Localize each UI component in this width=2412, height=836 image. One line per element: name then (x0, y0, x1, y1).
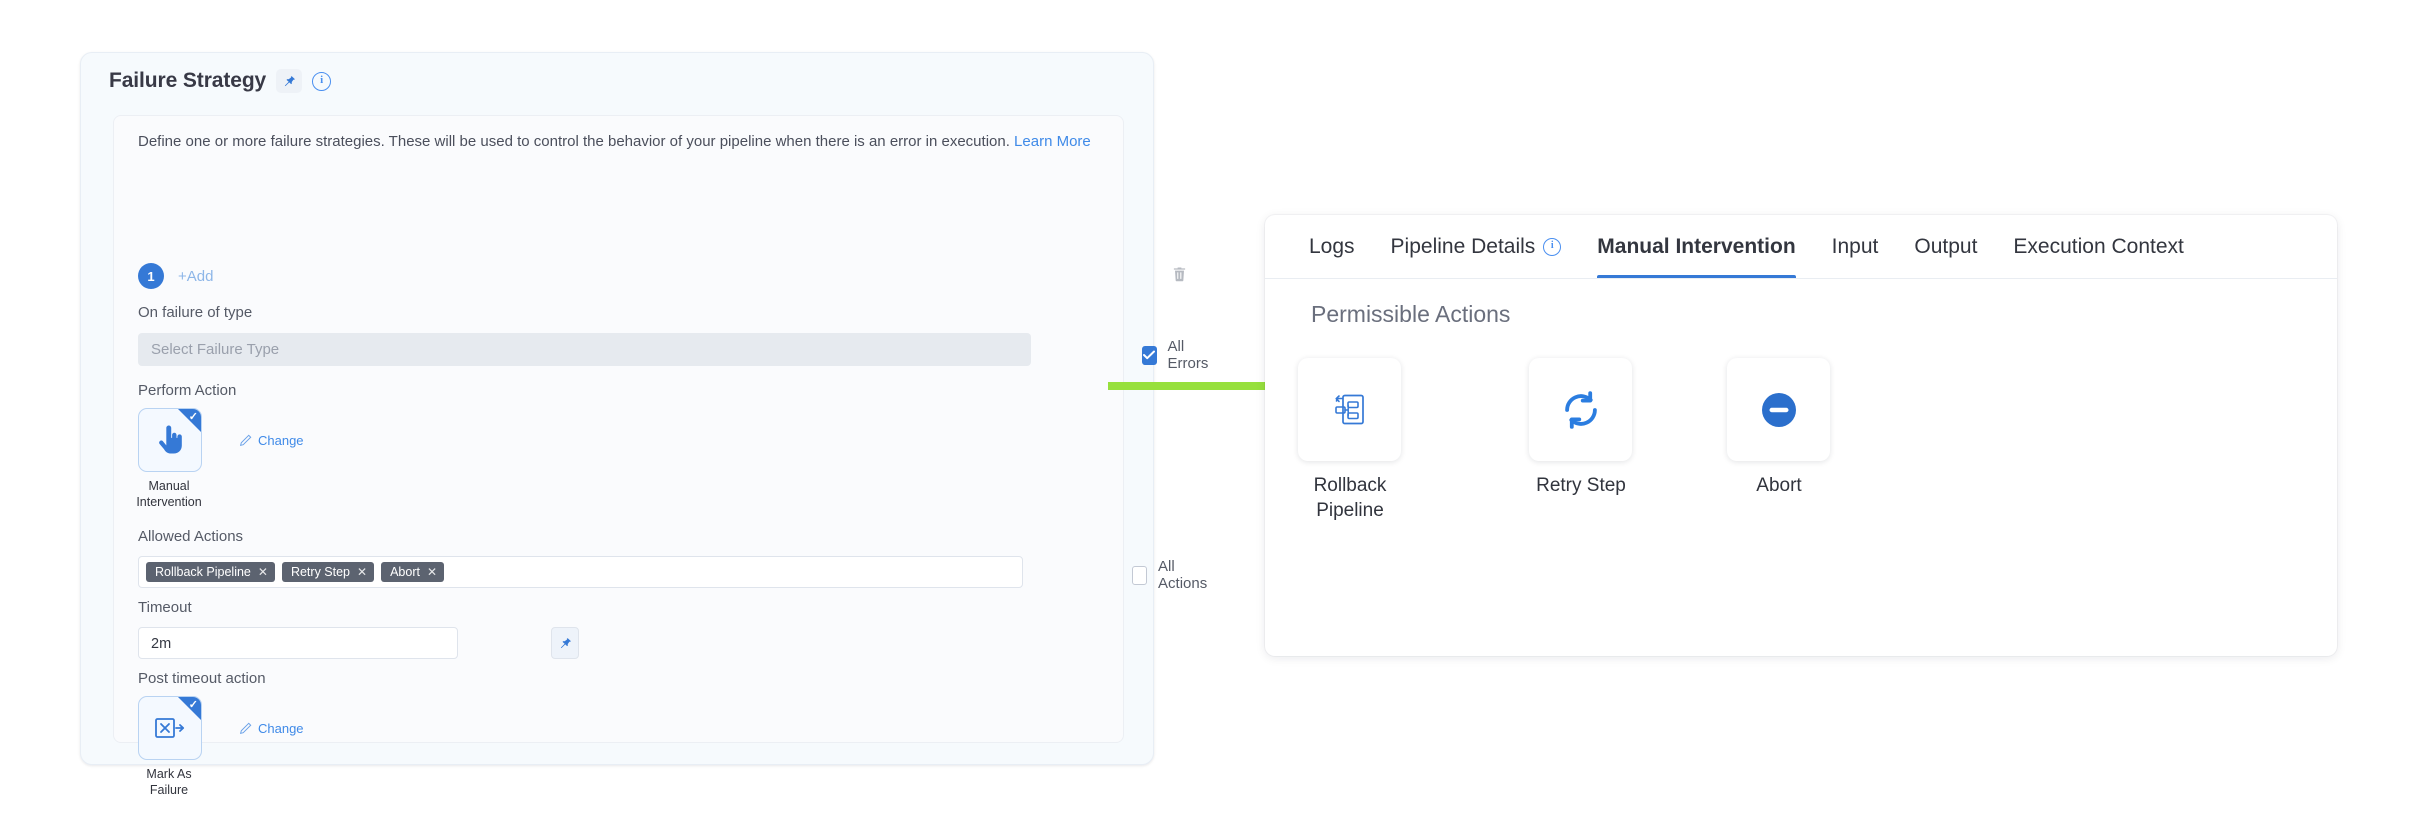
allowed-actions-input[interactable]: Rollback Pipeline ✕ Retry Step ✕ Abort ✕ (138, 556, 1023, 588)
execution-details-panel: Logs Pipeline Details i Manual Intervent… (1265, 215, 2337, 656)
pencil-icon (239, 434, 252, 447)
all-actions-checkbox[interactable] (1132, 565, 1148, 585)
chip-label: Abort (390, 565, 420, 579)
all-actions-label: All Actions (1158, 558, 1208, 592)
all-actions-checkbox-group[interactable]: All Actions (1132, 558, 1211, 592)
tab-input[interactable]: Input (1832, 216, 1879, 278)
on-failure-of-type-label: On failure of type (138, 304, 253, 321)
learn-more-link[interactable]: Learn More (1014, 133, 1091, 150)
perform-action-name-line2: Intervention (136, 495, 202, 509)
permissible-action-label-rollback: Rollback Pipeline (1280, 473, 1420, 523)
failure-strategy-header: Failure Strategy i (81, 53, 1153, 107)
info-circle-icon[interactable]: i (312, 71, 332, 91)
chip-label: Retry Step (290, 565, 351, 579)
perform-action-change-button[interactable]: Change (239, 433, 304, 448)
page-title: Failure Strategy (109, 69, 267, 92)
allowed-actions-label: Allowed Actions (138, 528, 244, 545)
post-timeout-name-line2: Failure (149, 783, 189, 797)
timeout-label: Timeout (138, 599, 192, 616)
post-timeout-change-button[interactable]: Change (239, 721, 304, 736)
info-circle-icon[interactable]: i (1543, 237, 1562, 256)
timeout-input[interactable]: 2m (138, 627, 458, 659)
failure-strategy-body: Define one or more failure strategies. T… (113, 115, 1208, 797)
permissible-action-label-retry: Retry Step (1511, 473, 1651, 498)
x-icon[interactable]: ✕ (257, 565, 268, 579)
post-timeout-action-caption: Mark As Failure (125, 766, 213, 798)
permissible-action-rollback-pipeline[interactable] (1298, 358, 1401, 461)
x-icon[interactable]: ✕ (357, 565, 368, 579)
tab-label: Logs (1309, 234, 1355, 258)
tab-logs[interactable]: Logs (1309, 216, 1355, 278)
tab-label: Output (1914, 234, 1978, 258)
check-icon: ✓ (188, 699, 198, 711)
permissible-action-retry-step[interactable] (1529, 358, 1632, 461)
post-timeout-name-line1: Mark As (146, 767, 192, 781)
pin-icon[interactable] (276, 69, 303, 93)
tab-label: Execution Context (2013, 234, 2184, 258)
permissible-action-label-abort: Abort (1709, 473, 1849, 498)
tab-label: Manual Intervention (1597, 234, 1796, 258)
failure-strategy-description: Define one or more failure strategies. T… (138, 133, 1091, 150)
retry-step-refresh-icon (1564, 390, 1597, 429)
tab-manual-intervention[interactable]: Manual Intervention (1597, 216, 1797, 278)
action-label-line1: Rollback (1313, 475, 1387, 496)
manual-intervention-hand-icon (159, 425, 182, 454)
permissible-action-abort[interactable] (1727, 358, 1830, 461)
green-right-arrow (1108, 375, 1328, 397)
timeout-pin-icon[interactable] (551, 627, 579, 659)
rollback-pipeline-icon (1334, 394, 1364, 424)
tab-label: Input (1831, 234, 1879, 258)
all-errors-label: All Errors (1167, 338, 1209, 372)
perform-action-label: Perform Action (138, 382, 237, 399)
chip-abort[interactable]: Abort ✕ (381, 562, 445, 582)
action-label-line2: Pipeline (1316, 500, 1384, 521)
selected-corner (178, 697, 201, 720)
mark-as-failure-icon (155, 718, 185, 738)
abort-minus-circle-icon (1761, 392, 1796, 427)
x-icon[interactable]: ✕ (426, 565, 438, 579)
failure-strategy-card: Failure Strategy i Define one or more fa… (80, 52, 1208, 797)
all-errors-checkbox-group[interactable]: All Errors (1142, 338, 1213, 372)
chip-label: Rollback Pipeline (155, 565, 251, 579)
select-failure-type-input[interactable]: Select Failure Type (138, 333, 1031, 366)
add-strategy-button[interactable]: +Add (178, 267, 214, 285)
perform-action-change-label: Change (258, 433, 304, 448)
permissible-actions-title: Permissible Actions (1311, 301, 1511, 327)
perform-action-caption: Manual Intervention (125, 478, 213, 510)
strategy-index-badge[interactable]: 1 (138, 263, 164, 289)
post-timeout-action-tile[interactable]: ✓ (138, 696, 202, 760)
tab-execution-context[interactable]: Execution Context (2013, 216, 2183, 278)
check-icon: ✓ (188, 411, 198, 423)
details-tab-bar: Logs Pipeline Details i Manual Intervent… (1265, 215, 2337, 279)
chip-rollback-pipeline[interactable]: Rollback Pipeline ✕ (146, 562, 275, 582)
action-label-line1: Retry Step (1536, 475, 1626, 496)
tab-label: Pipeline Details (1390, 234, 1536, 258)
perform-action-tile[interactable]: ✓ (138, 408, 202, 472)
post-timeout-change-label: Change (258, 721, 304, 736)
pencil-icon (239, 722, 252, 735)
trash-icon[interactable] (1172, 266, 1187, 287)
tab-pipeline-details[interactable]: Pipeline Details i (1391, 216, 1562, 278)
action-label-line1: Abort (1756, 475, 1802, 496)
description-text: Define one or more failure strategies. T… (138, 133, 1010, 150)
selected-corner (178, 409, 201, 432)
strategy-index-row: 1 +Add (138, 263, 213, 289)
perform-action-name-line1: Manual (148, 479, 190, 493)
tab-output[interactable]: Output (1914, 216, 1977, 278)
all-errors-checkbox[interactable] (1142, 345, 1157, 365)
post-timeout-action-label: Post timeout action (138, 670, 266, 687)
chip-retry-step[interactable]: Retry Step ✕ (281, 562, 375, 582)
